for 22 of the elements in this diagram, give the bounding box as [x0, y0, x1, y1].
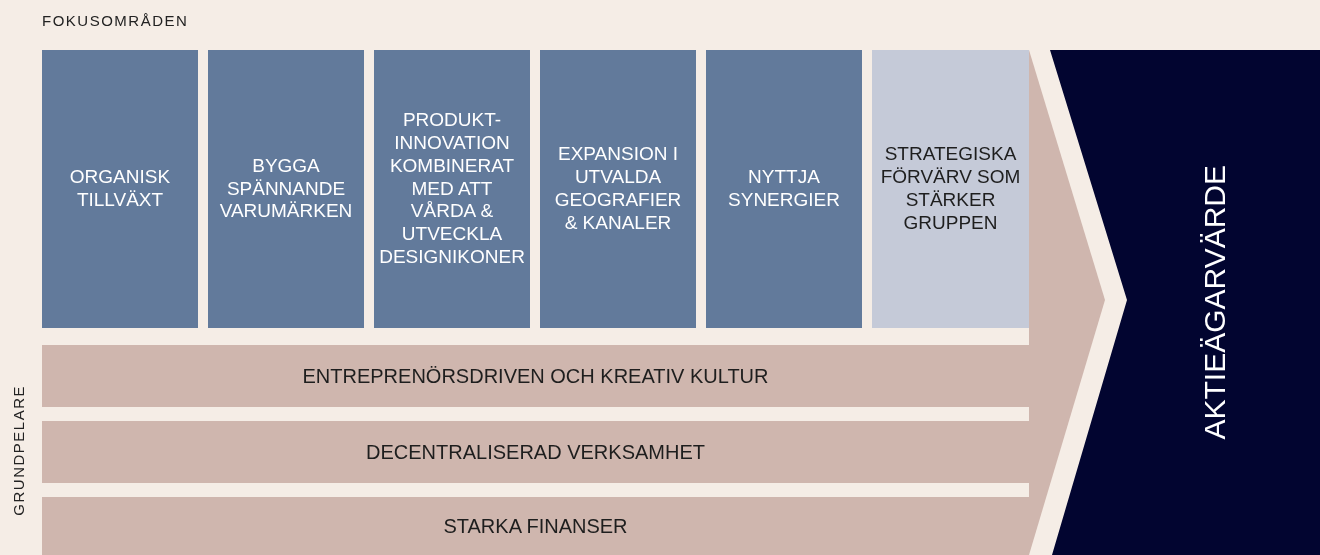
focus-area-box — [42, 50, 198, 328]
foundation-bar — [42, 497, 1029, 555]
focus-area-box — [872, 50, 1029, 328]
focus-area-label: ORGANISK TILLVÄXT — [68, 166, 172, 212]
section-heading: FOKUSOMRÅDEN — [42, 12, 189, 29]
focus-area-box — [208, 50, 364, 328]
foundation-bar — [42, 421, 1029, 483]
focus-area-label: BYGGA SPÄNNANDE VARUMÄRKEN — [218, 154, 354, 224]
focus-area-box — [540, 50, 696, 328]
focus-area-label: NYTTJA SYNERGIER — [727, 166, 841, 212]
value-label: AKTIEÄGARVÄRDE — [1197, 165, 1232, 440]
foundation-bar — [42, 345, 1029, 407]
foundation-label: STARKA FINANSER — [442, 514, 629, 538]
section-heading: GRUNDPELARE — [10, 385, 27, 516]
focus-area-label: PRODUKT-INNOVATION KOMBINERAT MED ATT VÅRDA & UTVECKLA DESIGNIKONER — [378, 109, 526, 269]
focus-area-box — [374, 50, 530, 328]
focus-area-label: STRATEGISKA FÖRVÄRV SOM STÄRKER GRUPPEN — [879, 143, 1022, 235]
focus-area-label: EXPANSION I UTVALDA GEOGRAFIER & KANALER — [553, 143, 683, 235]
focus-area-box — [706, 50, 862, 328]
shareholder-value-chevron — [1050, 50, 1320, 555]
foundation-label: ENTREPRENÖRSDRIVEN OCH KREATIV KULTUR — [301, 364, 770, 388]
foundation-label: DECENTRALISERAD VERKSAMHET — [365, 440, 706, 464]
